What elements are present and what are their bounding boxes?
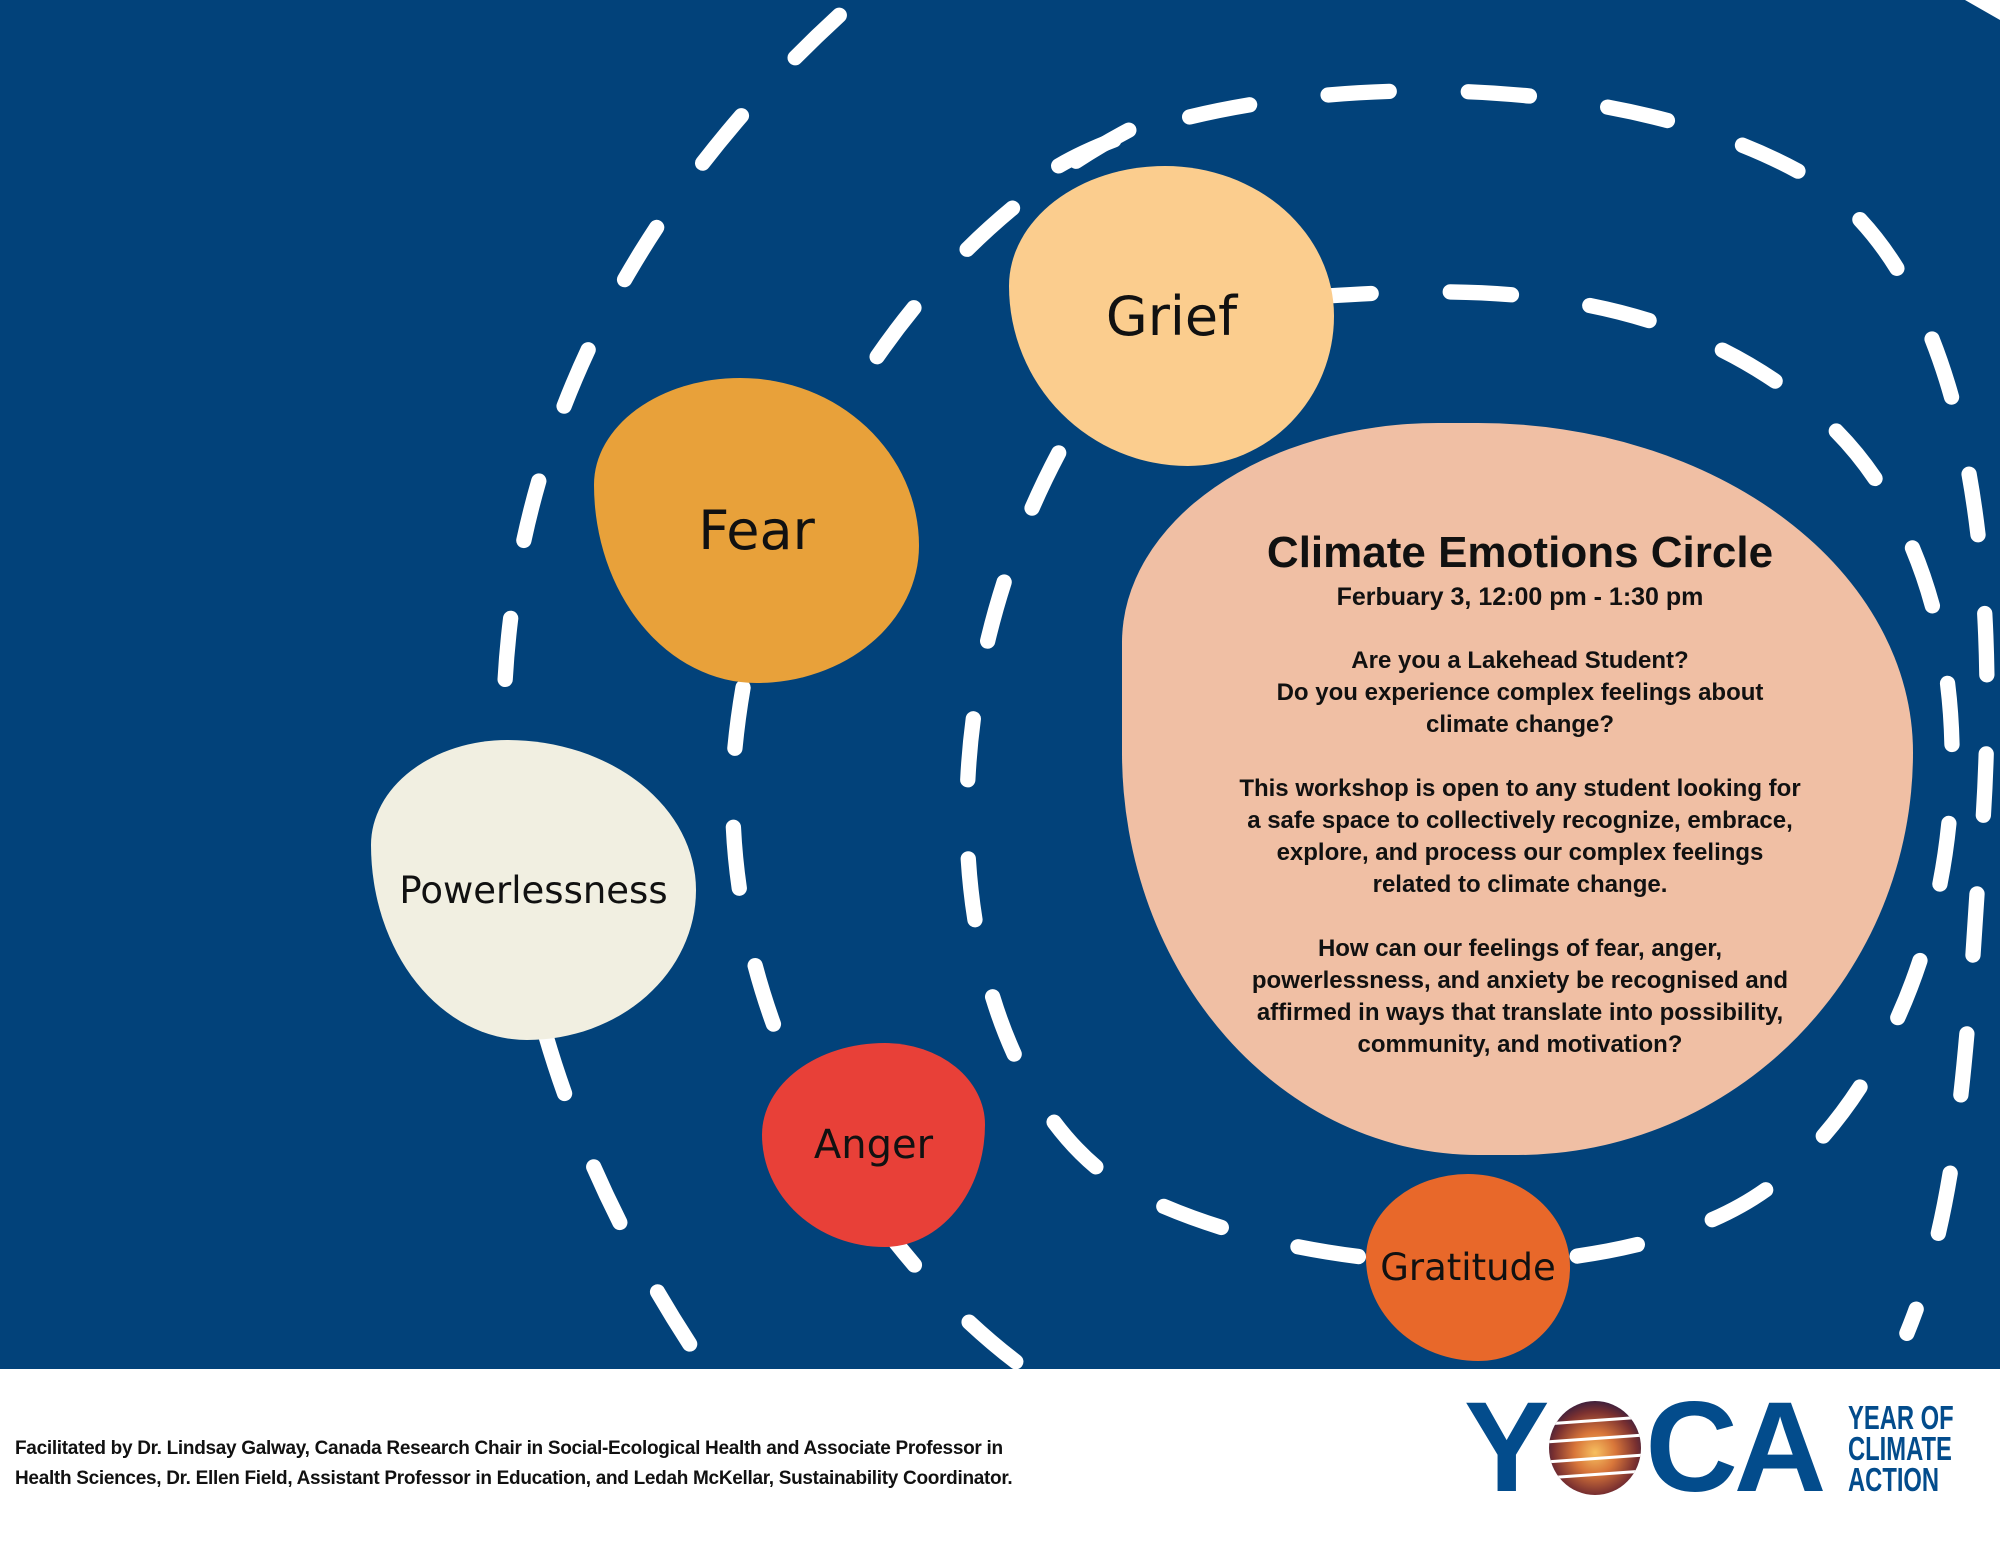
event-paragraph: This workshop is open to any student loo… xyxy=(1180,773,1860,901)
text-line: YEAR OF xyxy=(1848,1398,1954,1436)
emotion-label: Gratitude xyxy=(1380,1246,1556,1289)
text-line: powerlessness, and anxiety be recognised… xyxy=(1251,967,1789,994)
emotion-fear: Fear xyxy=(594,378,919,683)
globe-sunset-icon xyxy=(1549,1401,1642,1495)
emotion-grief: Grief xyxy=(1009,166,1334,466)
text-line: How can our feelings of fear, anger, xyxy=(1317,935,1723,962)
event-date: Ferbuary 3, 12:00 pm - 1:30 pm xyxy=(1336,583,1704,611)
emotion-powerlessness: Powerlessness xyxy=(371,740,696,1040)
text-line: Facilitated by Dr. Lindsay Galway, Canad… xyxy=(15,1438,1003,1459)
emotion-anger: Anger xyxy=(762,1043,985,1247)
emotion-label: Powerlessness xyxy=(399,868,668,912)
dashed-ring-inner xyxy=(959,284,1960,1272)
text-line: This workshop is open to any student loo… xyxy=(1239,775,1801,802)
text-line: Are you a Lakehead Student? xyxy=(1351,647,1689,674)
facilitators-credit: Facilitated by Dr. Lindsay Galway, Canad… xyxy=(15,1434,1215,1494)
event-title: Climate Emotions Circle xyxy=(1266,528,1774,577)
text-line: community, and motivation? xyxy=(1357,1031,1683,1058)
yoca-logo: Y CA YEAR OF CLIMATE ACTION xyxy=(1464,1376,1998,1519)
logo-letters: CA xyxy=(1645,1376,1826,1519)
logo-letter: Y xyxy=(1464,1376,1549,1519)
dashed-ring-outer-left xyxy=(495,7,847,1369)
text-line: explore, and process our complex feeling… xyxy=(1276,839,1764,866)
text-line: related to climate change. xyxy=(1372,871,1668,898)
text-line: CLIMATE xyxy=(1848,1429,1953,1467)
logo-tagline: YEAR OF CLIMATE ACTION xyxy=(1848,1398,1956,1498)
text-line: affirmed in ways that translate into pos… xyxy=(1256,999,1784,1026)
event-paragraph: How can our feelings of fear, anger, pow… xyxy=(1180,933,1860,1061)
text-line: Do you experience complex feelings about xyxy=(1276,679,1764,706)
text-line: ACTION xyxy=(1848,1460,1940,1498)
event-info-blob xyxy=(1122,423,1913,1155)
event-paragraph: Are you a Lakehead Student? Do you exper… xyxy=(1180,645,1860,741)
text-line: climate change? xyxy=(1425,711,1615,738)
dashed-ring-outer-right xyxy=(1051,83,1995,1341)
event-info: Climate Emotions Circle Ferbuary 3, 12:0… xyxy=(1180,525,1860,1093)
emotion-label: Grief xyxy=(1105,284,1238,348)
text-line: Health Sciences, Dr. Ellen Field, Assist… xyxy=(15,1468,1013,1489)
emotion-label: Fear xyxy=(698,499,815,562)
emotion-gratitude: Gratitude xyxy=(1366,1174,1570,1361)
yoca-wordmark: Y CA xyxy=(1464,1376,1826,1519)
emotion-label: Anger xyxy=(813,1122,934,1168)
text-line: a safe space to collectively recognize, … xyxy=(1247,807,1793,834)
